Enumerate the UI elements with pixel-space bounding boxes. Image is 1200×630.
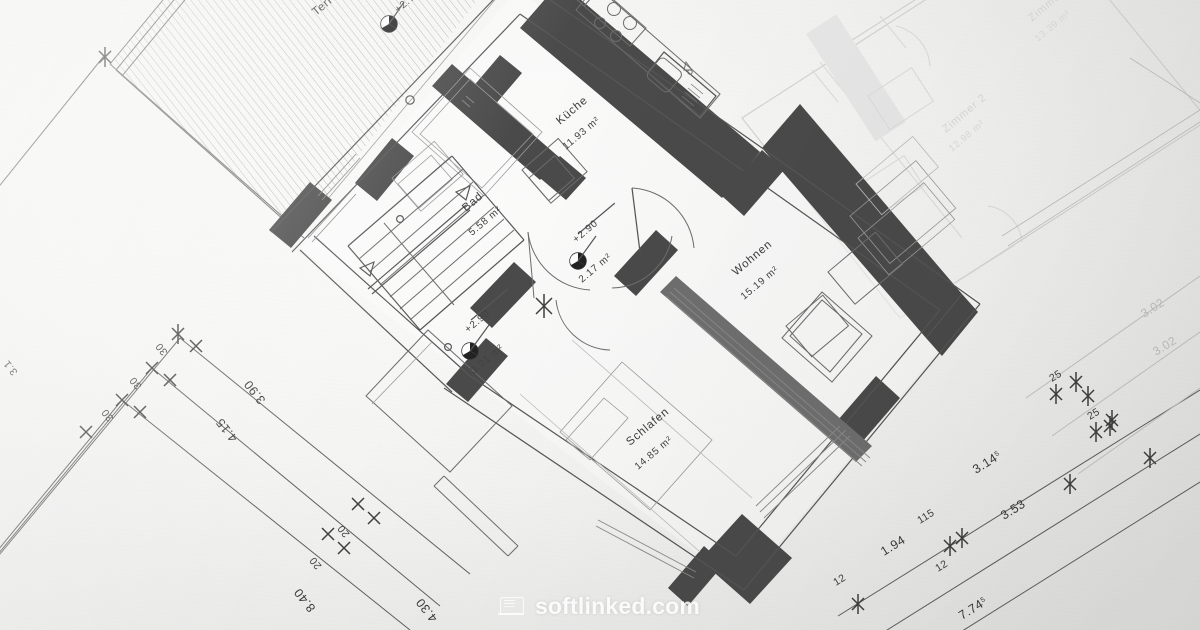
paper-lighting-overlay (0, 0, 1200, 630)
floor-plan-image: Terrasse +2.74 Bad 5.58 m² Küche 11.93 m… (0, 0, 1200, 630)
